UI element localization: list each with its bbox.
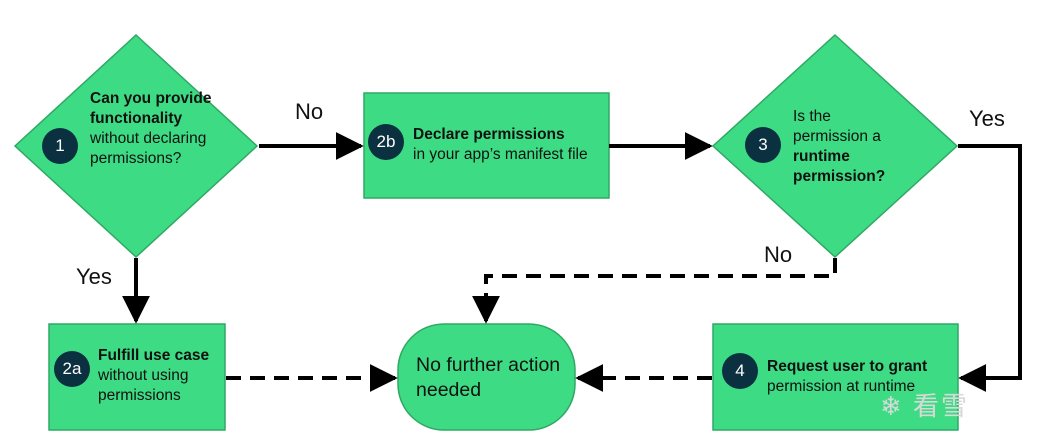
decision-3-shape	[711, 33, 959, 259]
badge-4: 4	[722, 353, 758, 389]
edge-label-q1-no: No	[295, 99, 324, 124]
step-2b-rest: in your app’s manifest file	[413, 146, 588, 163]
edge-label-q3-yes: Yes	[969, 106, 1005, 131]
step-4-bold: Request user to grant	[767, 358, 928, 375]
edge-label-q3-no: No	[764, 242, 793, 267]
badge-2a: 2a	[54, 351, 90, 387]
end-shape	[397, 323, 576, 431]
badge-1: 1	[42, 128, 78, 164]
decision-1-label: Can you provide functionality without de…	[90, 89, 220, 169]
decision-3-bold: runtime permission?	[793, 148, 886, 185]
end-label: No further action needed	[416, 354, 561, 401]
watermark-text: 看雪	[913, 391, 970, 421]
step-4-label: Request user to grant permission at runt…	[767, 357, 957, 397]
decision-1-bold: Can you provide functionality	[90, 90, 212, 127]
step-2b-bold: Declare permissions	[413, 126, 565, 143]
step-2b-shape	[363, 92, 610, 199]
snowflake-icon: ❄	[880, 391, 904, 421]
badge-3: 3	[745, 127, 781, 163]
step-2a-rest: without using permissions	[98, 367, 189, 404]
edge-label-q1-yes: Yes	[76, 264, 112, 289]
edge-3-to-4	[958, 144, 1022, 392]
decision-3-label: Is the permission a runtime permission?	[793, 107, 898, 187]
watermark: ❄ 看雪	[880, 386, 969, 423]
decision-3-pre: Is the permission a	[793, 108, 881, 145]
step-2a-bold: Fulfill use case	[98, 347, 210, 364]
step-2b-label: Declare permissions in your app’s manife…	[413, 125, 608, 165]
step-4-rest: permission at runtime	[767, 378, 916, 395]
badge-2b: 2b	[368, 124, 404, 160]
step-2a-label: Fulfill use case without using permissio…	[98, 346, 220, 406]
edge-3-to-end	[472, 258, 837, 324]
decision-1-shape	[13, 33, 259, 259]
decision-1-rest: without declaring permissions?	[90, 130, 207, 167]
